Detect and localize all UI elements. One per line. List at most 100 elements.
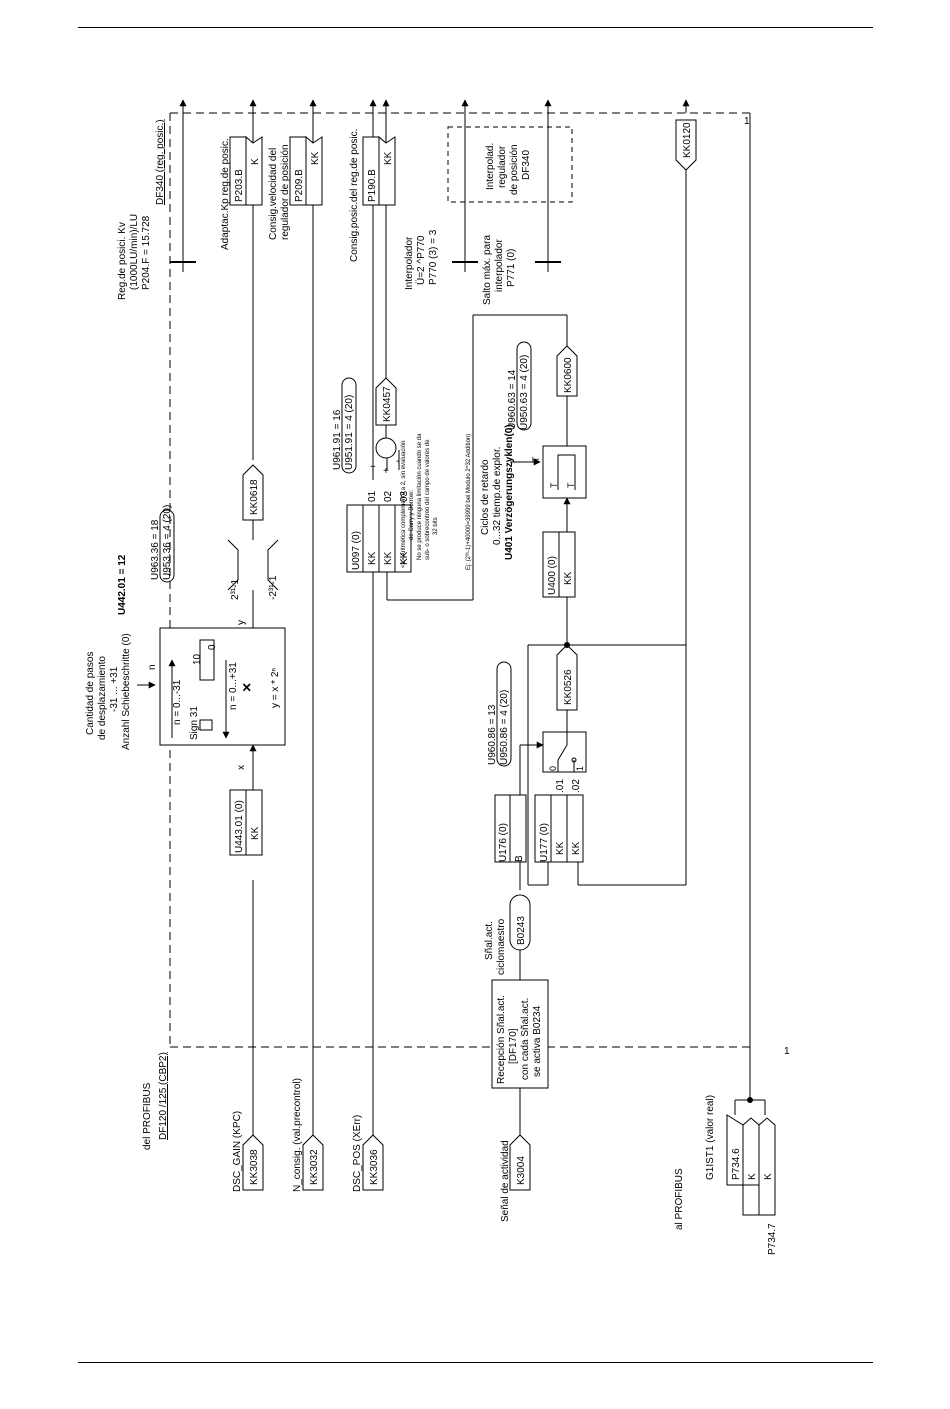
u176-param: U176 (0): [498, 823, 509, 862]
svg-text:P204.F = 15.728: P204.F = 15.728: [141, 215, 152, 290]
u097-param: [346, 504, 412, 573]
svg-text:P770 (3) = 3: P770 (3) = 3: [428, 229, 439, 285]
connector-kk3036: [362, 1134, 384, 1191]
p734-7: P734.7: [767, 1223, 778, 1255]
connector-b0243: [509, 894, 531, 951]
profibus-out-label: G1IST1 (valor real): [705, 1095, 716, 1180]
connector-kk0120-label: KK0120: [682, 122, 693, 158]
output-p209: P209.B: [294, 169, 305, 202]
connector-kk0526-label: KK0526: [563, 669, 574, 705]
svg-text:No se produce ninguna limitaci: No se produce ninguna limitación cuando …: [417, 433, 423, 560]
connector-kk3032: [302, 1134, 324, 1191]
switch-pos-0: 0: [548, 766, 558, 771]
frame-lines: [169, 112, 750, 1048]
value-symbols: [170, 261, 561, 272]
shift-sample-2: U953.36 = 4 (20): [162, 505, 173, 580]
connector-kk0457: [375, 377, 397, 426]
u443-type: KK: [250, 826, 261, 840]
shift-y: y: [236, 620, 247, 625]
svg-text:Cantidad de pasos: Cantidad de pasos: [85, 652, 96, 735]
u177-type-1: KK: [555, 841, 566, 855]
connector-kk0600-label: KK0600: [563, 357, 574, 393]
connector-kk0600: [556, 345, 578, 397]
u443-param: [229, 789, 263, 856]
u177-idx-2: .02: [571, 779, 582, 793]
delay-t-1: T: [531, 456, 541, 462]
connector-kk0618: [242, 464, 264, 521]
u400-param-label: U400 (0): [547, 556, 558, 595]
svg-text:-31 ... +31: -31 ... +31: [109, 666, 120, 712]
profibus-in-labels: del PROFIBUS DF120 /125 (CBP2) DSC_GAIN …: [142, 1052, 511, 1222]
svg-text:Salto máx. para: Salto máx. para: [482, 235, 493, 305]
u097-idx-2: 02: [383, 490, 394, 502]
svg-text:interpolador: interpolador: [494, 239, 505, 292]
delay-sample-outline: [516, 341, 532, 431]
svg-text:×: ×: [239, 683, 256, 692]
svg-text:n = 0...+31: n = 0...+31: [228, 662, 239, 710]
adder-sign-3: -: [396, 456, 399, 467]
u400-type: KK: [563, 571, 574, 585]
svg-text:de desplazamiento: de desplazamiento: [97, 656, 108, 740]
u097-idx-3: 03: [399, 490, 410, 502]
output-p190: P190.B: [367, 169, 378, 202]
u097-type-3: KK: [399, 551, 410, 565]
output-p190-label: Consig.posic.del reg.de posic.: [349, 129, 360, 262]
reception-out-label-1: Sñal.act.: [484, 921, 495, 960]
svg-text:Reg.de posici. Kv: Reg.de posici. Kv: [117, 222, 128, 300]
adder-circle: [375, 437, 397, 459]
svg-text:regulador: regulador: [497, 145, 508, 188]
adder-note: <1> Aritmética complemento a 2, sin eval…: [401, 433, 472, 570]
shift-box-text: n = 0...-31 Sign 31 10 0 n = 0...+31 × y…: [172, 644, 281, 740]
svg-text:Anzahl Schiebeschritte (0): Anzahl Schiebeschritte (0): [121, 633, 132, 750]
shift-box: [159, 627, 286, 746]
svg-text:U401 Verzögerungszyklen(0): U401 Verzögerungszyklen(0): [504, 424, 515, 560]
profibus-in-df: DF120 /125 (CBP2): [158, 1052, 169, 1140]
svg-text:Ej: (2³¹-1)+40000=39999 bei Mo: Ej: (2³¹-1)+40000=39999 bei Modulo 2^32 …: [466, 434, 472, 570]
selector-sample-1: U960.86 = 13: [487, 704, 498, 765]
u097-idx-1: 01: [367, 490, 378, 502]
shift-sample-1: U963.36 = 18: [150, 519, 161, 580]
svg-text:de posición: de posición: [509, 144, 520, 195]
u177-param: U177 (0): [539, 823, 550, 862]
connector-kk3038-label: KK3038: [249, 1149, 260, 1185]
delay-box: [542, 445, 587, 499]
svg-text:10: 10: [192, 653, 203, 665]
u177-idx-1: .01: [555, 779, 566, 793]
signal-lines: [179, 99, 751, 1135]
reception-line-4: se activa B0234: [532, 1005, 543, 1077]
u097-param-label: U097 (0): [351, 531, 362, 570]
reception-out-label-2: ciclomaestro: [496, 918, 507, 975]
shift-x: x: [236, 765, 247, 770]
selector-sample-2: U950.86 = 4 (20): [499, 690, 510, 765]
u097-type-1: KK: [367, 551, 378, 565]
svg-text:0: 0: [207, 644, 218, 650]
p734-6: P734.6: [731, 1148, 742, 1180]
delay-description: Ciclos de retardo 0...32 tiemp.de explor…: [480, 424, 515, 560]
limit-neg: -2³¹-1: [268, 575, 279, 600]
svg-text:sub- o sobrecontreo del campo: sub- o sobrecontreo del campo de valores…: [425, 439, 431, 560]
activity-label: Señal de actividad: [500, 1140, 511, 1222]
svg-text:Ciclos de retardo: Ciclos de retardo: [480, 459, 491, 535]
svg-text:32 bits: 32 bits: [433, 517, 439, 535]
output-params: [229, 135, 396, 206]
profibus-in-title: del PROFIBUS: [142, 1082, 153, 1150]
signal-label-gain: DSC_GAIN (KPC): [232, 1111, 243, 1192]
svg-text:Ü=2 ^P770: Ü=2 ^P770: [415, 235, 427, 285]
output-p190-type: KK: [383, 151, 394, 165]
connector-kk0526: [556, 644, 578, 711]
connector-k3004: [509, 1134, 531, 1191]
interp-box: [447, 126, 573, 203]
adder-sign-1: +: [370, 462, 376, 473]
limit-pos: 2³¹-1: [230, 578, 241, 600]
switch-pos-1: 1: [575, 766, 585, 771]
delay-t-2: T: [549, 482, 559, 488]
limiter: [227, 539, 279, 591]
connector-kk3038: [242, 1134, 264, 1191]
selector-sample-outline: [496, 661, 512, 767]
profibus-out-title: al PROFIBUS: [674, 1168, 685, 1230]
u176-type: B: [514, 855, 525, 862]
delay-sample-1: U960.63 = 14: [507, 369, 518, 430]
connector-k3004-label: K3004: [516, 1156, 527, 1185]
u400-param: [542, 531, 576, 598]
